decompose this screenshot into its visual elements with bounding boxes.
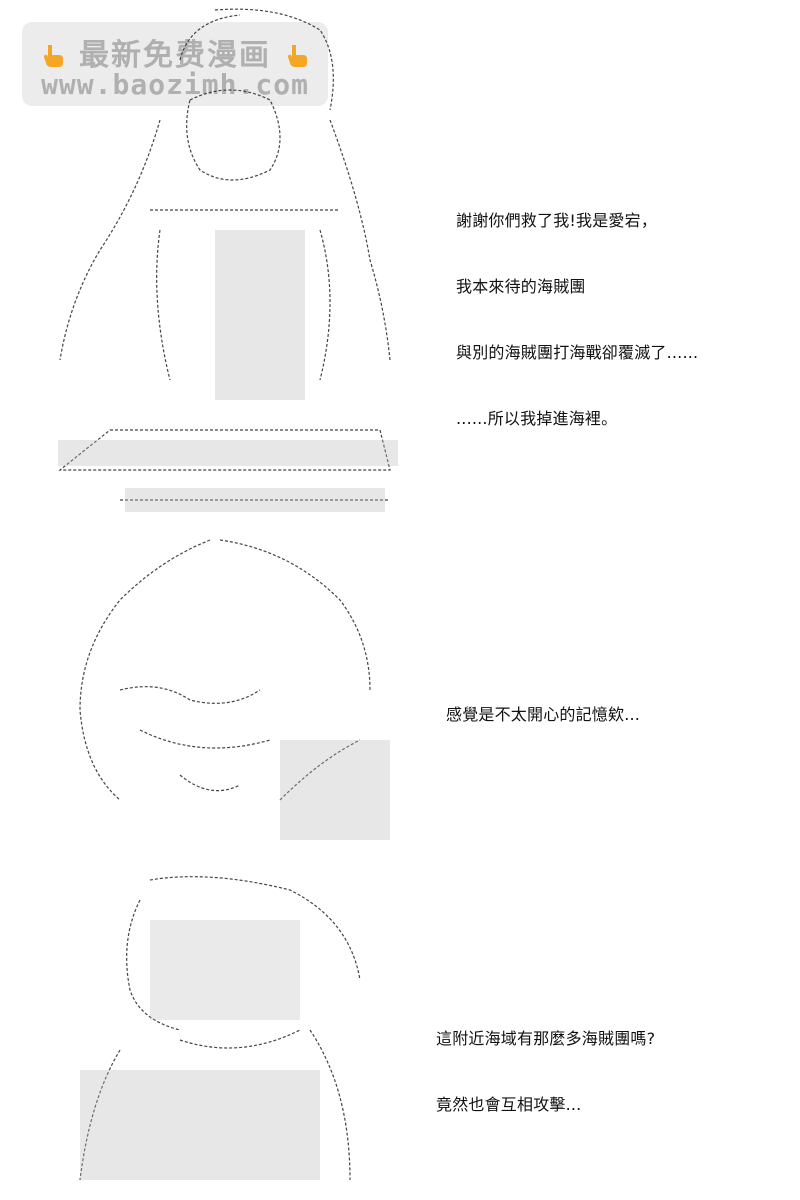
panel-3: 這附近海域有那麼多海賊團嗎? 竟然也會互相攻擊... [0,860,800,1200]
dialogue-line: 感覺是不太開心的記憶欸... [446,705,641,724]
panel-2: 感覺是不太開心的記憶欸... [0,530,800,850]
pointing-hand-icon [43,45,63,67]
dialogue-text: 這附近海域有那麼多海賊團嗎? 竟然也會互相攻擊... [436,984,655,1160]
dialogue-line: 竟然也會互相攻擊... [436,1095,582,1114]
watermark-line2: www.baozimh.com [41,68,309,101]
dialogue-line: ......所以我掉進海裡。 [456,409,618,428]
watermark: 最新免费漫画 www.baozimh.com [22,22,328,106]
ascii-art-girl-sitting-icon [58,8,398,512]
dialogue-line: 謝謝你們救了我!我是愛宕， [456,211,658,230]
dialogue-line: 與別的海賊團打海戰卻覆滅了...... [456,343,699,362]
watermark-line1: 最新免费漫画 [79,38,271,73]
watermark-title: 最新免费漫画 [32,30,318,74]
pointing-hand-icon [288,45,308,67]
ascii-art-face-closeup-icon [79,539,390,840]
dialogue-line: 我本來待的海賊團 [456,277,586,296]
ascii-art-head-back-icon [79,876,361,1181]
dialogue-line: 這附近海域有那麼多海賊團嗎? [436,1029,656,1048]
panel-1: 謝謝你們救了我!我是愛宕， 我本來待的海賊團 與別的海賊團打海戰卻覆滅了....… [0,0,800,530]
dialogue-text: 感覺是不太開心的記憶欸... [446,660,640,770]
dialogue-text: 謝謝你們救了我!我是愛宕， 我本來待的海賊團 與別的海賊團打海戰卻覆滅了....… [456,166,698,474]
